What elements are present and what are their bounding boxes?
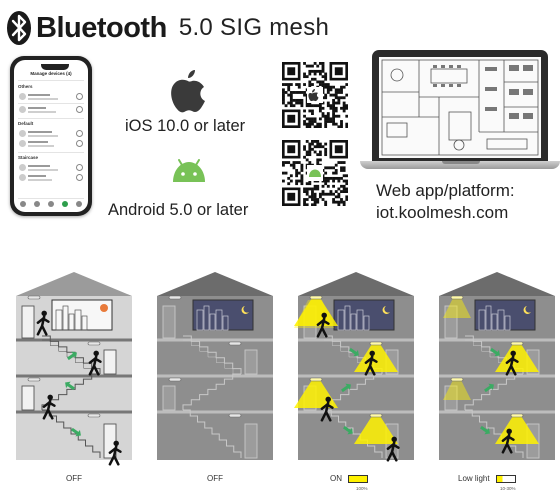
window-cityscape [192,299,254,331]
building-scene-on [294,272,414,462]
walking-person-icon [320,396,334,422]
direction-arrow-icon [71,427,81,437]
laptop [372,50,548,162]
scene-caption: OFF [207,474,223,483]
scene-caption-low: Low light 10-30% [458,474,548,491]
walking-person-icon [364,350,378,376]
light-level-bar [348,474,368,483]
web-platform-label: Web app/platform: iot.koolmesh.com [376,180,515,224]
light-level-bar [495,474,516,483]
door [21,305,35,339]
direction-arrow-icon [65,381,75,391]
light-level-pct: 10-30% [500,486,516,491]
phone-app-title: Manage devices (4) [30,71,72,76]
scene-caption: Low light [458,474,490,483]
door [21,385,35,411]
walking-person-icon [42,394,56,420]
building-scene-off-day [16,272,132,466]
phone-screen: Manage devices (4) Others Default Stairc… [14,60,88,212]
direction-arrow-icon [349,347,359,357]
moon-icon [523,306,531,314]
phone-tab-bar [20,201,82,207]
ios-label: iOS 10.0 or later [125,117,246,135]
floor-plan-screen [379,57,541,158]
door [244,349,258,375]
direction-arrow-icon [480,425,490,435]
header-subtitle: 5.0 SIG mesh [178,14,330,41]
phone-mockup: Manage devices (4) Others Default Stairc… [10,56,92,216]
walking-person-icon [36,310,50,336]
door [162,305,176,339]
direction-arrow-icon [341,383,351,393]
direction-arrow-icon [67,351,77,361]
scene-caption: OFF [66,474,82,483]
window-cityscape [333,299,395,331]
walking-person-icon [108,440,122,466]
apple-icon [171,70,205,113]
android-icon [173,159,205,182]
door [244,423,258,459]
direction-arrow-icon [484,383,494,393]
window-cityscape [51,299,113,331]
direction-arrow-icon [490,347,500,357]
laptop-base [360,161,560,169]
door [103,349,117,375]
qr-code-android [282,140,348,206]
window-cityscape [474,299,536,331]
header: Bluetooth 5.0 SIG mesh [6,8,329,48]
building-scene-off-night [157,272,273,460]
scene-caption: ON [330,474,342,483]
phone-section-label: Staircase [18,155,39,160]
web-label-line1: Web app/platform: [376,181,515,200]
qr-code-ios [282,62,348,128]
android-label: Android 5.0 or later [108,201,249,219]
door [162,385,176,411]
walking-person-icon [88,350,102,376]
building-scene-low-light [439,272,555,460]
walking-person-icon [505,350,519,376]
door [444,385,458,411]
direction-arrow-icon [343,425,353,435]
moon-icon [382,306,390,314]
phone-section-label: Others [18,84,33,89]
walking-person-icon [316,312,330,338]
sun-icon [100,304,108,312]
web-label-url: iot.koolmesh.com [376,203,509,222]
phone-section-label: Default [18,121,34,126]
floor-plan-image [381,59,539,156]
brand-name: Bluetooth [36,11,167,44]
door [444,305,458,339]
light-level-pct: 100% [356,486,368,491]
walking-person-icon [386,436,400,462]
scene-caption-on: ON 100% [330,474,410,491]
moon-icon [241,306,249,314]
bluetooth-icon [7,11,31,45]
walking-person-icon [501,428,515,454]
